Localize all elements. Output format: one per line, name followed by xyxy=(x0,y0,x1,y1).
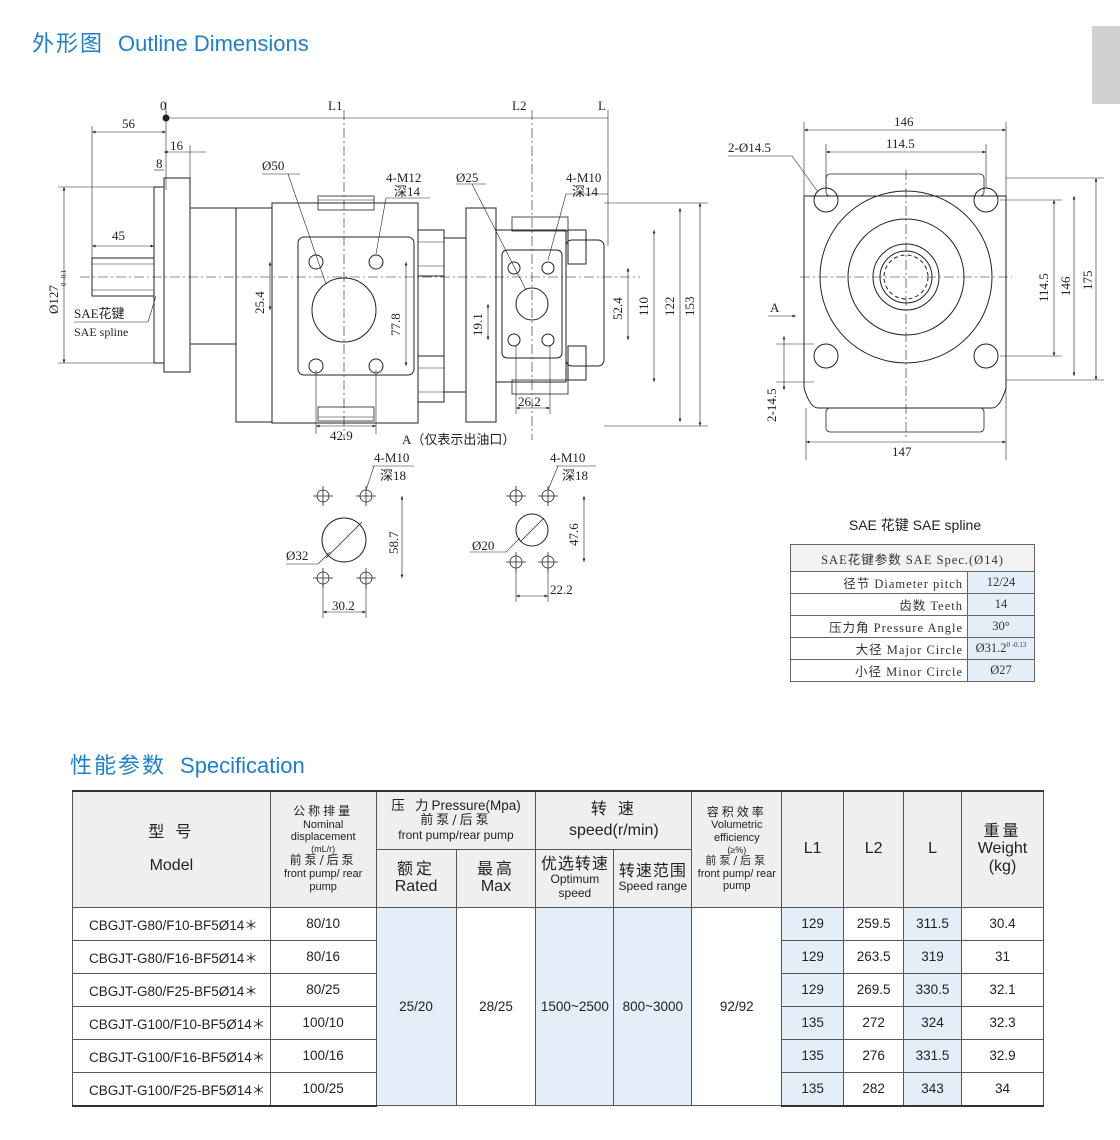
port-left-thread: 4-M10 xyxy=(374,450,409,465)
rear-port-circle xyxy=(515,287,549,321)
shared-efficiency: 92/92 xyxy=(691,906,783,1106)
dim-19-1: 19.1 xyxy=(470,313,485,336)
port-left-dia: Ø32 xyxy=(286,548,308,563)
shared-rated: 25/20 xyxy=(375,906,457,1106)
outline-title: 外形图 Outline Dimensions xyxy=(32,26,309,58)
dim-m10: 4-M10 xyxy=(566,170,601,185)
dim-127-tol: 0 -0.1 xyxy=(60,269,68,286)
side-146: 146 xyxy=(894,114,914,129)
col-model: 型 号 Model xyxy=(72,790,271,908)
port-view-right xyxy=(470,465,596,602)
dim-26-2: 26.2 xyxy=(518,394,541,409)
col-speed: 转 速 speed(r/min) xyxy=(535,790,693,850)
side-v14-5: 2-14.5 xyxy=(764,388,779,422)
spec-title-cn: 性能参数 xyxy=(70,754,167,779)
port-left-w: 30.2 xyxy=(332,598,355,613)
label-l2: L2 xyxy=(512,98,526,113)
dim-153: 153 xyxy=(682,297,697,317)
front-pump-body xyxy=(189,207,237,345)
outline-title-cn: 外形图 xyxy=(32,32,105,57)
shared-range: 800~3000 xyxy=(613,906,693,1106)
col-l1: L1 xyxy=(781,790,845,908)
table-row: CBGJT-G80/F25-BF5Ø14＊ 80/25 129 269.5 33… xyxy=(72,972,1044,1007)
col-weight: 重量 Weight (kg) xyxy=(961,790,1044,908)
side-tab xyxy=(1092,26,1120,104)
mounting-flange xyxy=(153,186,165,364)
spec-title: 性能参数 Specification xyxy=(70,748,305,780)
sae-spline-title: SAE 花键 SAE spline xyxy=(848,517,982,533)
dim-m10-depth: 深14 xyxy=(572,184,599,199)
col-pressure: 压 力Pressure(Mpa) 前泵/后泵 front pump/rear p… xyxy=(375,790,537,850)
dim-127: Ø127 xyxy=(46,285,61,314)
port-left-depth: 深18 xyxy=(380,468,406,483)
spline-label-en: SAE spline xyxy=(74,325,128,339)
port-right-dia: Ø20 xyxy=(472,538,494,553)
table-row: CBGJT-G100/F25-BF5Ø14＊ 100/25 135 282 34… xyxy=(72,1071,1044,1107)
sae-spline-table: SAE花键参数 SAE Spec.(Ø14) 径节 Diameter pitch… xyxy=(790,544,1035,682)
side-holes: 2-Ø14.5 xyxy=(728,140,771,155)
dim-77-8: 77.8 xyxy=(388,313,403,336)
col-l: L xyxy=(903,790,962,908)
view-a-label: A（仅表示出油口） xyxy=(402,432,515,447)
spec-table: 型 号 Model 公称排量 Nominal displacement (mL/… xyxy=(72,790,1044,1107)
spec-title-en: Specification xyxy=(180,753,305,778)
outline-drawing: 0 L1 L2 L 56 16 8 45 Ø127 0 -0.1 SAE花键 S… xyxy=(46,98,1104,618)
side-view xyxy=(728,122,1104,460)
table-row: CBGJT-G100/F10-BF5Ø14＊ 100/10 135 272 32… xyxy=(72,1005,1044,1040)
side-114-5: 114.5 xyxy=(886,136,915,151)
dim-m12-depth: 深14 xyxy=(394,184,421,199)
table-row: CBGJT-G100/F16-BF5Ø14＊ 100/16 135 276 33… xyxy=(72,1038,1044,1073)
side-v114-5: 114.5 xyxy=(1036,273,1051,302)
label-origin: 0 xyxy=(160,98,167,113)
label-l: L xyxy=(598,98,606,113)
port-left-h: 58.7 xyxy=(386,531,401,554)
table-row: CBGJT-G80/F10-BF5Ø14＊ 80/10 25/20 28/25 … xyxy=(72,906,1044,1106)
dim-110: 110 xyxy=(636,297,651,316)
shared-max: 28/25 xyxy=(455,906,537,1106)
dim-42-9: 42.9 xyxy=(330,428,353,443)
col-displacement: 公称排量 Nominal displacement (mL/r) 前泵/后泵 f… xyxy=(269,790,377,908)
dim-56: 56 xyxy=(122,116,136,131)
dim-45: 45 xyxy=(112,228,125,243)
dim-m12: 4-M12 xyxy=(386,170,421,185)
dim-25-4: 25.4 xyxy=(252,291,267,314)
port-view-left xyxy=(286,465,414,618)
dim-8: 8 xyxy=(156,156,163,171)
side-147: 147 xyxy=(892,444,912,459)
shared-optimum: 1500~2500 xyxy=(535,906,615,1106)
dim-52-4: 52.4 xyxy=(610,297,625,320)
port-right-h: 47.6 xyxy=(566,523,581,546)
major-circle-tol: 0 -0.13 xyxy=(1006,640,1027,649)
sae-table-header: SAE花键参数 SAE Spec.(Ø14) xyxy=(790,544,1035,572)
port-right-thread: 4-M10 xyxy=(550,450,585,465)
spline-label-cn: SAE花键 xyxy=(74,306,125,321)
major-circle-value: Ø31.2 xyxy=(975,641,1007,656)
col-l2: L2 xyxy=(843,790,905,908)
dim-d25: Ø25 xyxy=(456,170,478,185)
port-right-w: 22.2 xyxy=(550,582,573,597)
side-a: A xyxy=(770,300,780,315)
side-v146: 146 xyxy=(1058,276,1073,296)
port-right-depth: 深18 xyxy=(562,468,588,483)
side-v175: 175 xyxy=(1080,271,1095,291)
dim-d50: Ø50 xyxy=(262,158,284,173)
label-l1: L1 xyxy=(328,98,342,113)
col-efficiency: 容积效率 Volumetric efficiency (≥%) 前泵/后泵 fr… xyxy=(691,790,783,908)
dim-16: 16 xyxy=(170,138,184,153)
outline-title-en: Outline Dimensions xyxy=(118,31,309,56)
dim-122: 122 xyxy=(662,297,677,317)
